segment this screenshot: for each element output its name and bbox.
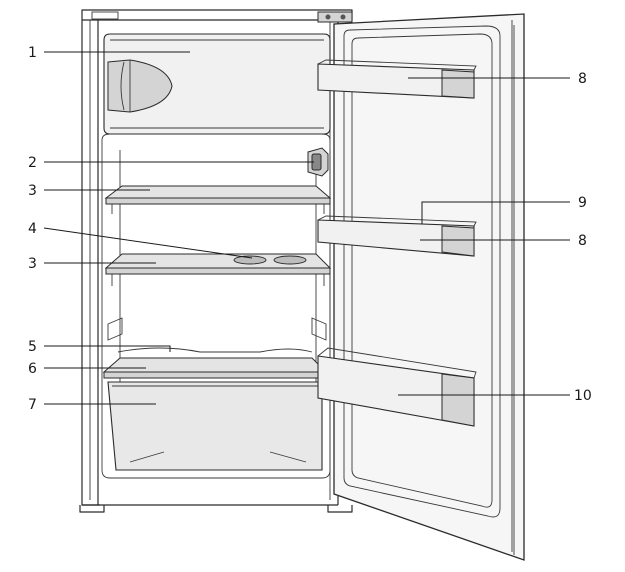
freezer-door-handle (107, 59, 173, 113)
crisper-cover (102, 347, 328, 379)
callout-2: 2 (28, 155, 37, 171)
fridge-door (333, 13, 525, 561)
callout-7: 7 (28, 397, 37, 413)
callout-1: 1 (28, 45, 37, 61)
callout-10: 10 (574, 388, 592, 404)
door-balcony-upper (317, 59, 477, 99)
top-hinge (317, 11, 353, 23)
callout-5: 5 (28, 339, 37, 355)
left-foot (79, 505, 105, 513)
callout-9: 9 (578, 195, 587, 211)
callout-3-upper: 3 (28, 183, 37, 199)
callout-labels: 1 2 3 4 3 5 6 7 8 9 8 10 (28, 45, 592, 413)
callout-6: 6 (28, 361, 37, 377)
right-foot (327, 505, 353, 513)
leader-lines (43, 51, 570, 405)
door-balcony-middle (317, 215, 477, 257)
crisper-drawer (107, 381, 323, 471)
glass-shelf-lower (104, 253, 332, 286)
callout-8-upper: 8 (578, 71, 587, 87)
callout-4: 4 (28, 221, 37, 237)
callout-8-lower: 8 (578, 233, 587, 249)
bottle-rack (233, 255, 307, 265)
door-bottle-balcony (317, 347, 477, 427)
thermostat-knob (307, 147, 329, 177)
callout-3-lower: 3 (28, 256, 37, 272)
freezer-compartment (103, 33, 331, 135)
